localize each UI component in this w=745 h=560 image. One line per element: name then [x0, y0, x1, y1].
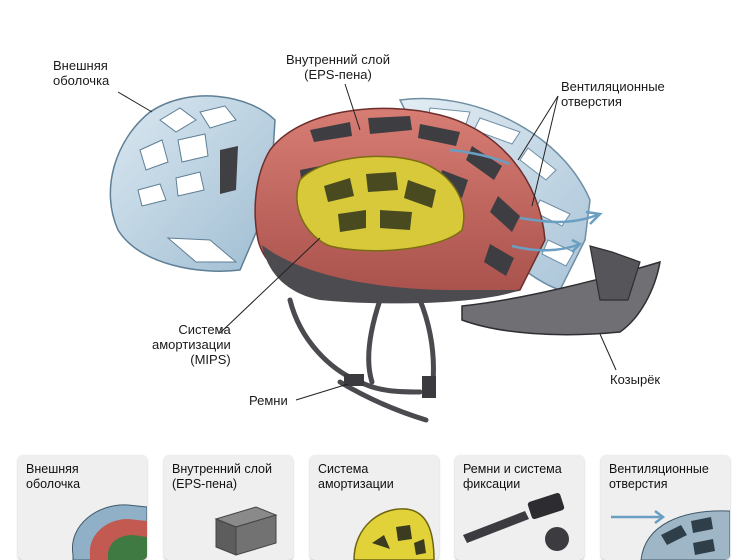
label-mips: Система амортизации (MIPS)	[152, 322, 231, 367]
mips-liner-part	[296, 155, 465, 252]
label-outer-shell: Внешняя оболочка	[53, 58, 110, 88]
mips-liner-icon	[353, 508, 435, 560]
helmet-exploded-diagram: Внешняя оболочка Внутренний слой (EPS-пе…	[53, 52, 665, 423]
label-straps: Ремни	[249, 393, 288, 408]
label-visor: Козырёк	[610, 372, 661, 387]
label-vents: Вентиляционные отверстия	[561, 79, 665, 109]
label-inner-layer: Внутренний слой (EPS-пена)	[286, 52, 390, 82]
card-vents: Вентиляционные отверстия	[601, 455, 730, 560]
card-inner-layer: Внутренний слой (EPS-пена)	[164, 455, 293, 560]
vent-airflow-icon	[611, 510, 730, 560]
strap-buckle-icon	[463, 492, 569, 551]
strap-part	[287, 297, 436, 423]
leader-lines	[117, 83, 617, 401]
component-cards: Внешняя оболочка Внутренний слой (EPS-пе…	[18, 455, 730, 560]
card-title: Система амортизации	[318, 462, 394, 491]
card-title: Вентиляционные отверстия	[609, 462, 709, 491]
card-title: Внутренний слой (EPS-пена)	[172, 462, 272, 491]
strap-buckle	[344, 374, 364, 386]
outer-shell-part	[109, 95, 276, 272]
card-outer-shell: Внешняя оболочка	[18, 455, 147, 560]
card-title: Ремни и система фиксации	[463, 462, 562, 491]
card-straps: Ремни и система фиксации	[455, 455, 584, 560]
visor-fin	[589, 245, 641, 301]
card-title: Внешняя оболочка	[26, 462, 81, 491]
foam-block-icon	[214, 506, 278, 556]
helmet-cutaway-icon	[72, 504, 147, 560]
helmet-illustration	[109, 83, 661, 423]
airflow-arrows	[449, 148, 603, 253]
card-mips: Система амортизации	[310, 455, 439, 560]
chin-buckle	[422, 376, 436, 398]
